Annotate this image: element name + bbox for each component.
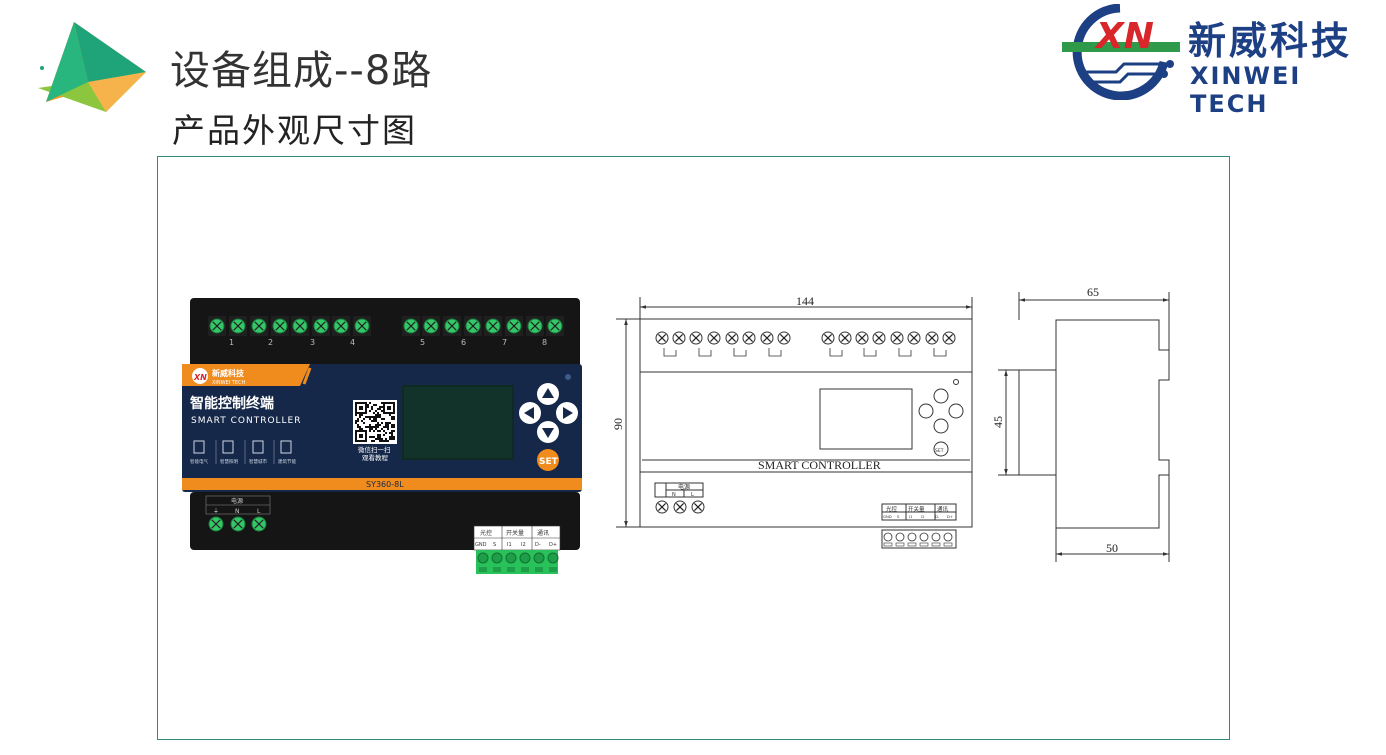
qr-code-icon — [355, 402, 395, 442]
brand-logo-mark: XN — [1094, 16, 1154, 57]
up-arrow-icon — [542, 388, 554, 398]
channel-label: 6 — [461, 338, 466, 347]
power-terminal-label: N — [235, 508, 240, 515]
panel-logo-en: XINWEI TECH — [212, 380, 246, 386]
front-io-terminal: I2 — [921, 514, 925, 519]
side-dimension-drawing: 65 45 50 — [991, 285, 1170, 562]
io-terminal-label: D+ — [549, 542, 557, 548]
qr-caption-line2: 观看教程 — [362, 453, 389, 462]
side-height-dimension: 45 — [991, 416, 1005, 428]
depth-dimension: 65 — [1087, 285, 1099, 299]
feature-label: 智慧城市 — [249, 458, 267, 465]
title-decoration-icon — [38, 22, 146, 112]
down-arrow-icon — [542, 428, 554, 438]
power-terminal-label: ⏚ — [213, 508, 219, 515]
feature-label: 智慧照明 — [220, 458, 238, 465]
panel-title-en: SMART CONTROLLER — [191, 416, 302, 426]
front-io-group: 开关量 — [908, 505, 925, 513]
panel-logo-cn: 新威科技 — [212, 368, 245, 378]
front-power-terminal: L — [691, 492, 694, 498]
brand-logo-icon: XN — [1062, 4, 1180, 100]
front-label: SMART CONTROLLER — [758, 458, 881, 472]
front-io-terminal: D+ — [947, 514, 953, 519]
channel-label: 4 — [350, 338, 355, 347]
base-dimension: 50 — [1106, 541, 1118, 555]
page-title: 设备组成--8路 — [170, 48, 433, 94]
front-io-group: 光控 — [886, 505, 898, 513]
io-group-label: 通讯 — [537, 529, 549, 537]
channel-label: 1 — [229, 338, 234, 347]
panel-title-cn: 智能控制终端 — [189, 395, 274, 412]
model-label: SY360-8L — [366, 480, 404, 489]
io-terminal-label: I1 — [507, 542, 512, 548]
channel-label: 5 — [420, 338, 425, 347]
power-terminal-label: L — [257, 508, 261, 515]
front-dimension-drawing: 144 90 SMART CONTROLLER SET 电源 N L 光控 开关… — [611, 294, 973, 549]
height-dimension: 90 — [611, 418, 625, 430]
brand-name-en: XINWEI TECH — [1190, 62, 1302, 118]
channel-label: 3 — [310, 338, 315, 347]
front-io-group: 通讯 — [937, 505, 949, 513]
front-io-terminal: D- — [935, 514, 940, 519]
channel-label: 8 — [542, 338, 547, 347]
channel-label: 7 — [502, 338, 507, 347]
io-group-label: 开关量 — [506, 529, 524, 537]
width-dimension: 144 — [796, 294, 814, 308]
front-io-terminal: GND — [883, 514, 892, 519]
product-photo: 1 2 3 4 5 6 7 8 XN 新威科技 XINWEI TECH 智能控制… — [182, 298, 582, 574]
left-arrow-icon — [524, 407, 534, 419]
channel-label: 2 — [268, 338, 273, 347]
right-arrow-icon — [563, 407, 573, 419]
feature-label: 建筑节能 — [278, 458, 296, 465]
set-button-label: SET — [539, 457, 559, 467]
qr-caption-line1: 微信扫一扫 — [358, 445, 391, 454]
front-power-terminal: N — [672, 492, 676, 498]
io-terminal-label: GND — [475, 542, 487, 548]
page-subtitle: 产品外观尺寸图 — [172, 111, 417, 150]
power-label: 电源 — [231, 497, 243, 505]
brand-name-cn: 新威科技 — [1188, 19, 1353, 63]
feature-label: 智能电气 — [190, 458, 208, 465]
svg-text:XN: XN — [193, 373, 207, 382]
io-terminal-label: S — [493, 542, 496, 548]
front-io-terminal: S — [897, 514, 900, 519]
front-io-terminal: I1 — [909, 514, 913, 519]
top-terminal-row — [208, 316, 564, 336]
io-terminal-label: I2 — [521, 542, 526, 548]
io-group-label: 光控 — [480, 529, 492, 537]
front-power-label: 电源 — [678, 483, 690, 491]
io-terminal-label: D- — [535, 542, 541, 548]
front-set-label: SET — [935, 448, 944, 454]
